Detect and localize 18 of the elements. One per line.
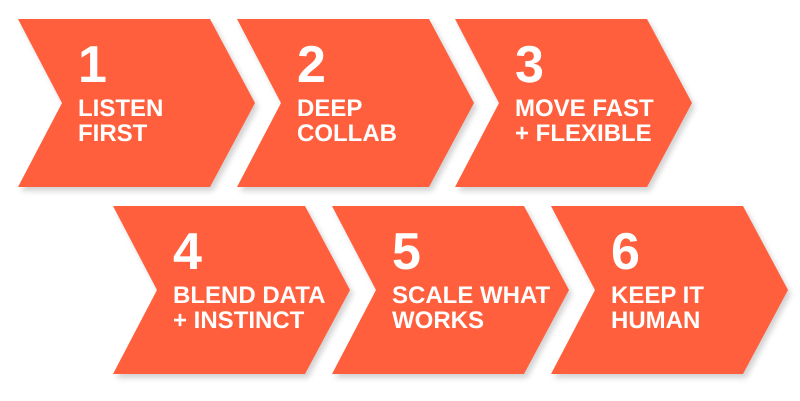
step-label: KEEP IT HUMAN [611, 283, 705, 333]
chevron-step [18, 19, 255, 187]
step-label: MOVE FAST + FLEXIBLE [515, 96, 655, 146]
step-number: 1 [78, 39, 107, 91]
chevron-step [332, 206, 569, 374]
step-label: LISTEN FIRST [78, 96, 164, 146]
step-label: DEEP COLLAB [297, 96, 398, 146]
chevron-step [455, 19, 692, 187]
chevron-step [237, 19, 474, 187]
step-number: 4 [173, 226, 202, 278]
step-label: SCALE WHAT WORKS [392, 283, 552, 333]
step-label: BLEND DATA + INSTINCT [173, 283, 326, 333]
step-number: 3 [515, 39, 544, 91]
step-number: 6 [611, 226, 640, 278]
step-number: 2 [297, 39, 326, 91]
step-number: 5 [392, 226, 421, 278]
chevron-step [551, 206, 788, 374]
chevron-step [113, 206, 350, 374]
